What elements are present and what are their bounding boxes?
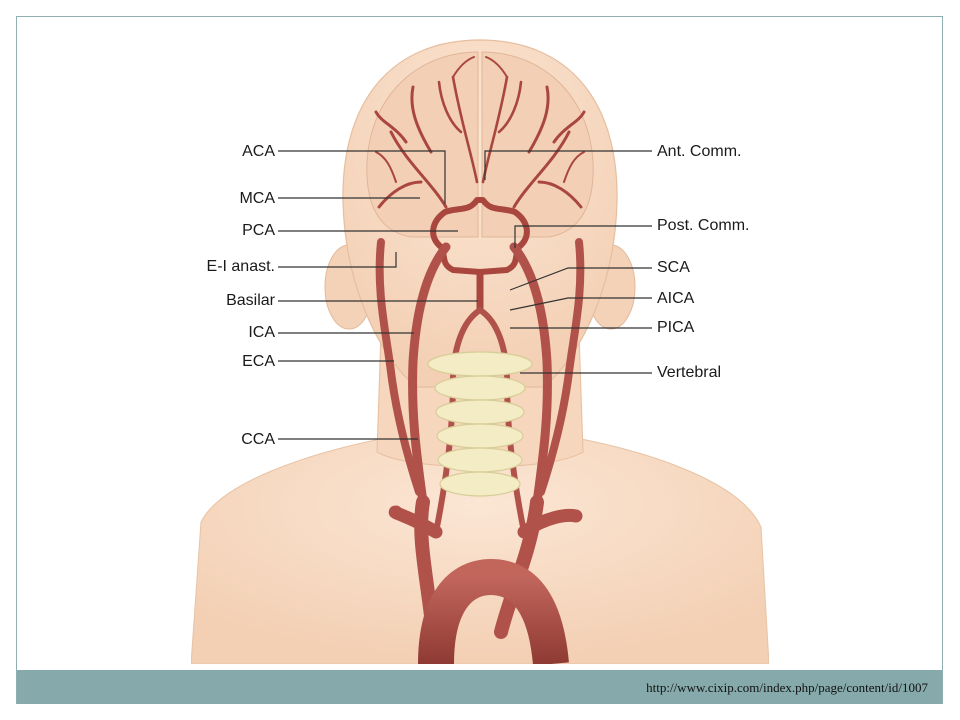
aortic-arch	[418, 558, 569, 664]
subclavian-arteries	[388, 505, 583, 539]
label-ica: ICA	[248, 324, 275, 341]
label-pica: PICA	[657, 319, 695, 336]
source-url-link[interactable]: http://www.cixip.com/index.php/page/cont…	[646, 680, 928, 695]
label-pca: PCA	[242, 222, 275, 239]
anatomy-illustration	[191, 32, 769, 664]
label-basilar: Basilar	[226, 292, 275, 309]
label-sca: SCA	[657, 259, 690, 276]
label-ei-anast: E-I anast.	[206, 258, 275, 275]
label-aica: AICA	[657, 290, 695, 307]
label-vertebral: Vertebral	[657, 364, 722, 381]
label-eca: ECA	[242, 353, 275, 370]
label-cca: CCA	[241, 431, 275, 448]
footer-bar: http://www.cixip.com/index.php/page/cont…	[17, 670, 942, 704]
cervical-vertebrae	[427, 351, 533, 497]
label-mca: MCA	[239, 190, 275, 207]
head-neck-arteries-svg	[191, 32, 769, 664]
label-ant-comm: Ant. Comm.	[657, 143, 742, 160]
label-post-comm: Post. Comm.	[657, 217, 750, 234]
label-aca: ACA	[242, 143, 275, 160]
